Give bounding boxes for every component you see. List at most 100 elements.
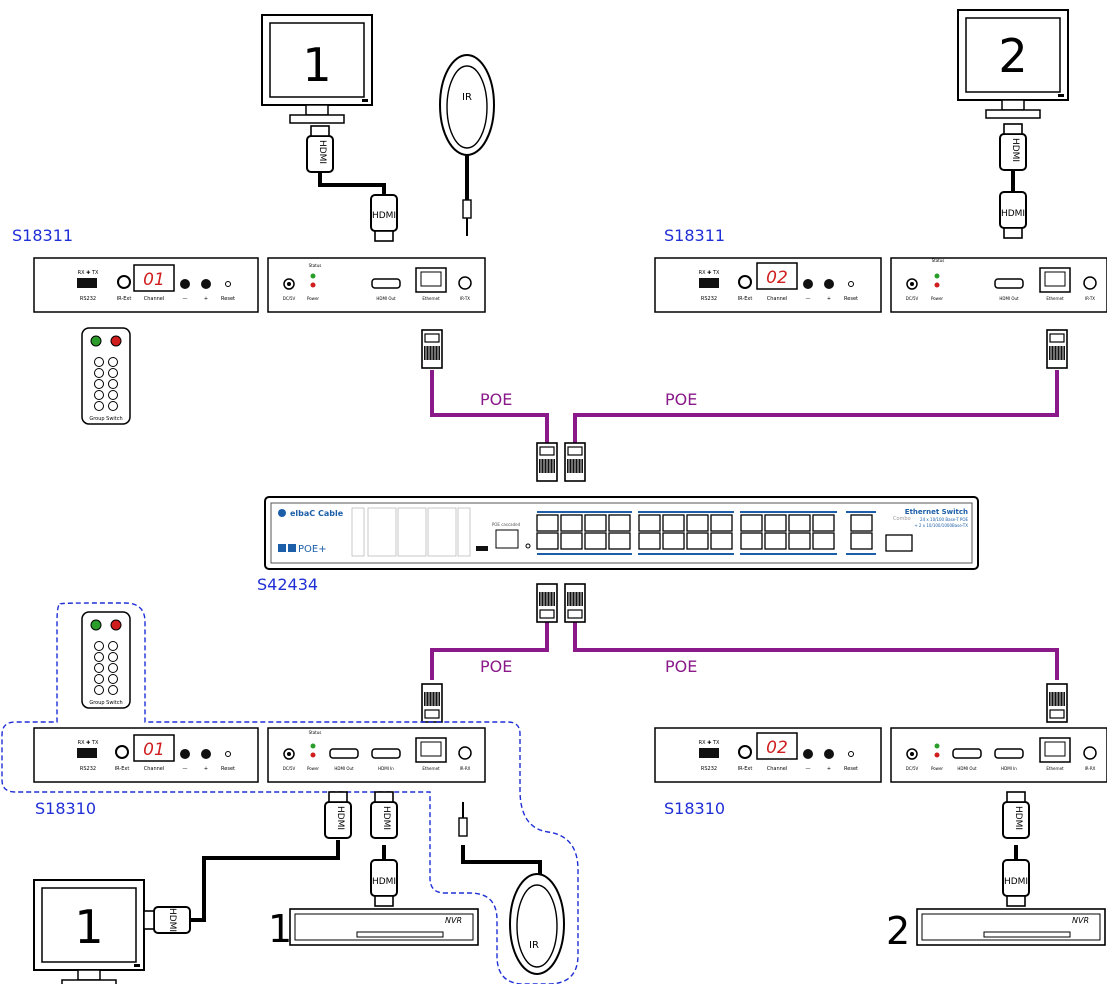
nvr-device-right: NVR 2 — [886, 908, 1106, 953]
switch-port — [536, 532, 559, 550]
svg-text:1: 1 — [302, 38, 331, 92]
poe-label: POE — [665, 390, 698, 409]
switch-port — [584, 514, 607, 532]
svg-text:—: — — [183, 296, 188, 302]
svg-text:RS232: RS232 — [80, 766, 96, 772]
switch-ports — [536, 514, 873, 550]
svg-text:Reset: Reset — [221, 296, 235, 302]
svg-text:+: + — [204, 296, 208, 302]
receiver-front-panel-right: RX ✚ TX RS232 IR-Ext 02 Channel — + Rese… — [654, 257, 882, 313]
svg-text:RX ✚ TX: RX ✚ TX — [78, 740, 99, 746]
svg-text:Power: Power — [931, 296, 943, 301]
group-outline — [1, 602, 579, 984]
transmitter-rear-panel-right: DC/5V Power HDMI Out HDMI In Ethernet IR… — [890, 727, 1107, 783]
svg-text:IR-Ext: IR-Ext — [738, 766, 753, 772]
ir-receiver-icon: IR — [439, 54, 495, 236]
svg-text:IR-RX: IR-RX — [1085, 766, 1096, 771]
transmitter-rear-panel-left: Status DC/5V Power HDMI Out HDMI In Ethe… — [267, 727, 486, 783]
rj45-connector — [421, 329, 443, 369]
monitor-top-right: 2 — [957, 9, 1069, 119]
switch-port — [662, 514, 685, 532]
hdmi-connector: HDMI — [370, 791, 398, 839]
hdmi-connector: HDMI — [1002, 791, 1030, 839]
hdmi-connector: HDMI — [999, 123, 1027, 171]
remote-control-icon: Group Switch — [81, 611, 131, 709]
switch-port — [608, 514, 631, 532]
svg-text:RS232: RS232 — [80, 296, 96, 302]
signal-cables — [185, 150, 1018, 922]
svg-text:HDMI Out: HDMI Out — [999, 296, 1019, 301]
rj45-connector — [536, 583, 558, 623]
model-label: S42434 — [257, 575, 319, 594]
svg-text:Channel: Channel — [767, 766, 788, 772]
remote-control-icon: Group Switch — [81, 327, 131, 425]
svg-text:DC/5V: DC/5V — [283, 296, 296, 301]
monitor-top-left: 1 — [261, 14, 373, 124]
svg-text:Group Switch: Group Switch — [89, 416, 122, 422]
svg-text:IR: IR — [462, 92, 472, 103]
svg-text:Status: Status — [309, 730, 322, 735]
svg-text:Status: Status — [309, 263, 322, 268]
svg-text:NVR: NVR — [1072, 916, 1089, 925]
svg-text:—: — — [806, 296, 811, 302]
svg-text:DC/5V: DC/5V — [283, 766, 296, 771]
svg-text:HDMI Out: HDMI Out — [376, 296, 396, 301]
hdmi-connector: HDMI — [370, 859, 398, 907]
svg-text:Channel: Channel — [767, 296, 788, 302]
switch-port — [638, 514, 661, 532]
svg-text:HDMI: HDMI — [335, 806, 345, 830]
monitor-bottom-left: 1 — [33, 879, 145, 984]
svg-text:01: 01 — [143, 270, 165, 290]
svg-text:RX ✚ TX: RX ✚ TX — [78, 270, 99, 276]
switch-port — [638, 532, 661, 550]
svg-text:IR-TX: IR-TX — [460, 296, 470, 301]
model-label: S18310 — [35, 799, 97, 818]
svg-text:02: 02 — [766, 268, 788, 288]
receiver-rear-panel-right: Status DC/5V Power HDMI Out Ethernet IR-… — [890, 257, 1107, 313]
svg-text:Reset: Reset — [844, 296, 858, 302]
svg-text:—: — — [183, 766, 188, 772]
svg-text:HDMI Out: HDMI Out — [334, 766, 354, 771]
svg-text:Reset: Reset — [844, 766, 858, 772]
receiver-rear-panel-left: Status DC/5V Power HDMI Out Ethernet IR-… — [267, 257, 486, 313]
svg-text:01: 01 — [143, 740, 165, 760]
svg-text:HDMI: HDMI — [1001, 209, 1025, 219]
svg-text:Ethernet Switch: Ethernet Switch — [905, 508, 968, 516]
svg-text:—: — — [806, 766, 811, 772]
svg-text:POE+: POE+ — [298, 544, 327, 555]
svg-text:HDMI: HDMI — [381, 806, 391, 830]
switch-port — [710, 514, 733, 532]
svg-text:Ethernet: Ethernet — [1046, 766, 1064, 771]
rj45-connector — [564, 583, 586, 623]
switch-port — [686, 514, 709, 532]
svg-text:HDMI: HDMI — [1004, 877, 1028, 887]
model-label: S18311 — [12, 226, 74, 245]
svg-text:HDMI: HDMI — [167, 908, 177, 932]
svg-text:1: 1 — [74, 900, 103, 954]
model-label: S18310 — [664, 799, 726, 818]
switch-port — [812, 514, 835, 532]
svg-text:Power: Power — [931, 766, 943, 771]
ethernet-switch: elbaC Cable POE+ POE cascaded Combo Ethe… — [264, 496, 979, 570]
svg-text:Ethernet: Ethernet — [422, 296, 440, 301]
svg-text:24 x 10/100 Base-T POE: 24 x 10/100 Base-T POE — [920, 517, 968, 522]
receiver-front-panel-left: RX ✚ TX RS232 IR-Ext 01 Channel — + Rese… — [33, 257, 259, 313]
switch-port — [740, 532, 763, 550]
transmitter-front-panel-left: RX ✚ TX RS232 IR-Ext 01 Channel — + Rese… — [33, 727, 259, 783]
svg-text:Combo: Combo — [893, 516, 911, 522]
svg-text:Power: Power — [307, 296, 319, 301]
hdmi-connector: HDMI — [370, 194, 398, 242]
svg-text:Channel: Channel — [144, 766, 165, 772]
switch-port — [764, 532, 787, 550]
hdmi-connector: HDMI — [324, 791, 352, 839]
rj45-connector — [1046, 329, 1068, 369]
switch-port — [584, 532, 607, 550]
switch-port — [560, 532, 583, 550]
poe-label: POE — [665, 657, 698, 676]
svg-text:DC/5V: DC/5V — [906, 296, 919, 301]
svg-text:2: 2 — [998, 29, 1027, 83]
svg-text:Reset: Reset — [221, 766, 235, 772]
svg-text:02: 02 — [766, 738, 788, 758]
switch-port — [536, 514, 559, 532]
